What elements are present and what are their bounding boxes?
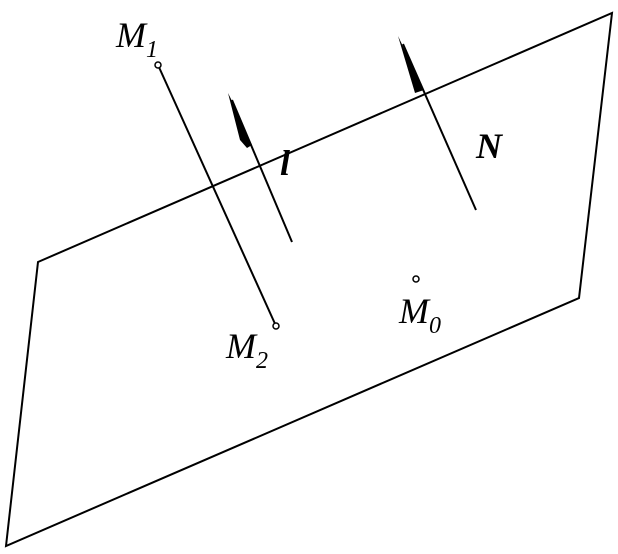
vector-n-arrowhead xyxy=(398,36,424,93)
point-m1 xyxy=(154,61,162,69)
label-m1: M1 xyxy=(115,15,158,63)
point-m2 xyxy=(272,322,280,330)
vector-n xyxy=(398,36,477,211)
label-m1-sub: 1 xyxy=(146,37,158,63)
plane xyxy=(4,11,614,548)
label-m0-letter: M xyxy=(398,291,431,331)
label-m2: M2 xyxy=(225,326,268,374)
vector-l-arrowhead xyxy=(228,93,252,148)
label-m2-sub: 2 xyxy=(256,348,268,374)
point-m0 xyxy=(412,275,420,283)
line-m1-m2 xyxy=(157,64,277,327)
label-vector-l: l xyxy=(280,143,290,183)
label-vector-n: N xyxy=(475,126,504,166)
label-m2-letter: M xyxy=(225,326,258,366)
label-m0-sub: 0 xyxy=(429,313,441,339)
vector-l xyxy=(228,93,293,243)
label-m1-letter: M xyxy=(115,15,148,55)
label-m0: M0 xyxy=(398,291,441,339)
